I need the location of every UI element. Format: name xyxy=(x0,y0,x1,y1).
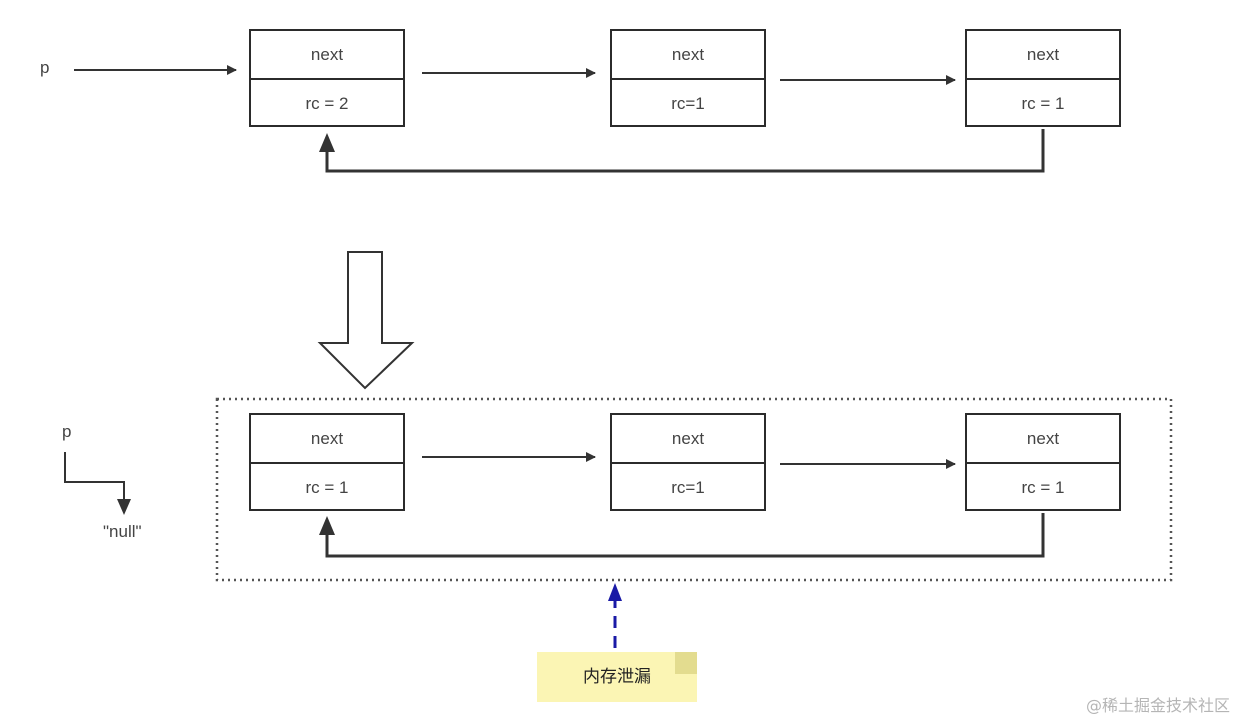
cycle-arrow-bottom xyxy=(325,513,1045,558)
transition-down-arrow xyxy=(317,251,415,390)
node-next-field: next xyxy=(967,31,1119,80)
list-node-top-1: next rc = 2 xyxy=(249,29,405,127)
pointer-label-top: p xyxy=(40,58,50,77)
node-next-field: next xyxy=(251,415,403,464)
node-rc-field: rc = 1 xyxy=(1021,94,1065,113)
cycle-arrowhead-bottom xyxy=(319,516,335,535)
pointer-p-null-arrowhead xyxy=(117,499,131,515)
null-label: "null" xyxy=(103,522,142,541)
node-rc-field: rc = 1 xyxy=(305,478,349,497)
memory-leak-note-text: 内存泄漏 xyxy=(583,667,651,687)
list-node-top-3: next rc = 1 xyxy=(965,29,1121,127)
watermark: @稀土掘金技术社区 xyxy=(1085,696,1230,715)
node-rc-field: rc=1 xyxy=(671,478,705,497)
leak-note-arrowhead xyxy=(608,583,622,601)
list-node-bottom-3: next rc = 1 xyxy=(965,413,1121,511)
pointer-p-null-arrow xyxy=(64,452,125,508)
cycle-arrow-top xyxy=(325,129,1045,173)
note-fold-corner xyxy=(675,652,697,674)
cycle-arrowhead-top xyxy=(319,133,335,152)
memory-leak-note: 内存泄漏 xyxy=(537,652,697,702)
node-rc-field: rc = 1 xyxy=(1021,478,1065,497)
list-node-bottom-1: next rc = 1 xyxy=(249,413,405,511)
list-node-bottom-2: next rc=1 xyxy=(610,413,766,511)
node-next-field: next xyxy=(251,31,403,80)
node-rc-field: rc = 2 xyxy=(305,94,349,113)
list-node-top-2: next rc=1 xyxy=(610,29,766,127)
node-next-field: next xyxy=(612,415,764,464)
pointer-label-bottom: p xyxy=(62,422,72,441)
leak-region-box xyxy=(215,397,1173,582)
node-rc-field: rc=1 xyxy=(671,94,705,113)
node-next-field: next xyxy=(612,31,764,80)
node-next-field: next xyxy=(967,415,1119,464)
